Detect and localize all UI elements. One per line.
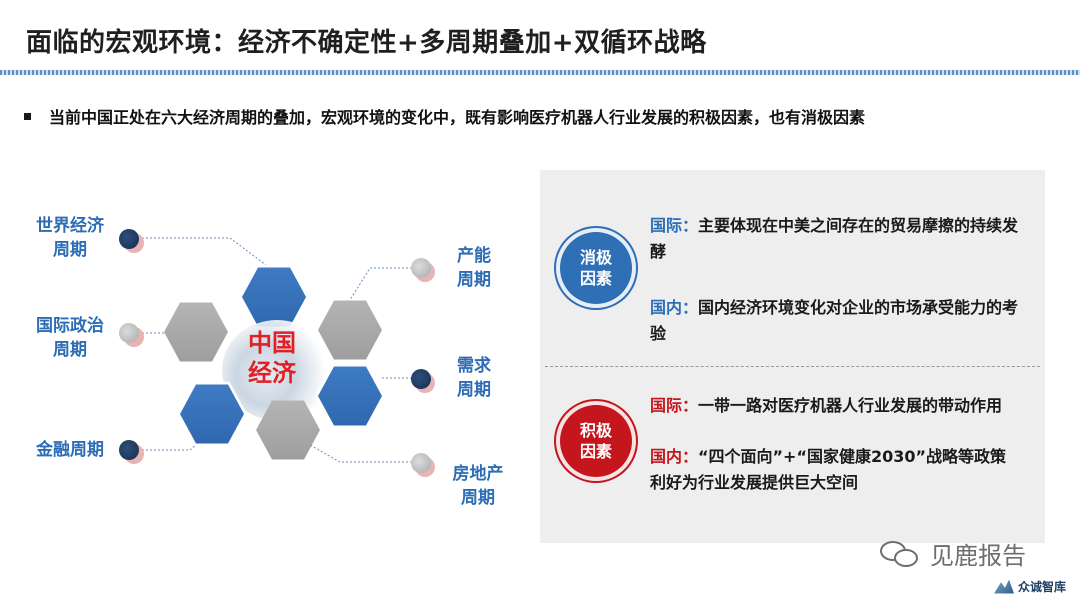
intro-bullet: 当前中国正处在六大经济周期的叠加，宏观环境的变化中，既有影响医疗机器人行业发展的… [24, 104, 865, 128]
negative-badge-line1: 消极 [579, 248, 612, 267]
positive-badge-line2: 因素 [579, 442, 612, 461]
cycle-world-line1: 世界经济 [36, 216, 104, 236]
cycle-politics: 国际政治 周期 [26, 314, 114, 362]
wechat-icon [880, 539, 922, 569]
cycle-capacity: 产能 周期 [444, 244, 504, 292]
panel-divider [545, 366, 1040, 367]
negative-dom-lead: 国内： [650, 298, 699, 317]
watermark-text: 见鹿报告 [930, 542, 1026, 570]
positive-domestic: 国内：“四个面向”+“国家健康2030”战略等政策利好为行业发展提供巨大空间 [650, 444, 1020, 496]
connector-world [138, 237, 271, 269]
positive-dom-lead: 国内： [650, 447, 699, 466]
negative-intl-text: 主要体现在中美之间存在的贸易摩擦的持续发酵 [650, 216, 1019, 261]
positive-international: 国际：一带一路对医疗机器人行业发展的带动作用 [650, 393, 1020, 419]
negative-domestic: 国内：国内经济环境变化对企业的市场承受能力的考验 [650, 295, 1020, 347]
negative-international: 国际：主要体现在中美之间存在的贸易摩擦的持续发酵 [650, 213, 1020, 265]
negative-dom-text: 国内经济环境变化对企业的市场承受能力的考验 [650, 298, 1019, 343]
negative-badge-line2: 因素 [579, 269, 612, 288]
connector-finance [138, 431, 213, 451]
connector-capacity [349, 267, 412, 301]
positive-badge-line1: 积极 [579, 421, 612, 440]
page-title: 面临的宏观环境：经济不确定性+多周期叠加+双循环战略 [26, 28, 707, 58]
title-divider [0, 70, 1080, 75]
dot-world [119, 229, 139, 249]
cycle-realestate-line1: 房地产 [452, 464, 504, 484]
cycle-capacity-line2: 周期 [457, 270, 491, 290]
cycle-world: 世界经济 周期 [26, 214, 114, 262]
cycle-demand-line2: 周期 [457, 380, 491, 400]
brand-logo: 众诚智库 [994, 578, 1066, 595]
center-label: 中国 经济 [248, 328, 296, 388]
positive-dom-text: “四个面向”+“国家健康2030”战略等政策利好为行业发展提供巨大空间 [650, 447, 1007, 492]
cycle-finance-line1: 金融周期 [36, 440, 104, 460]
connector-realestate [309, 444, 412, 463]
cycle-capacity-line1: 产能 [457, 246, 491, 266]
positive-intl-text: 一带一路对医疗机器人行业发展的带动作用 [698, 396, 1003, 415]
center-line1: 中国 [248, 329, 296, 357]
cycle-world-line2: 周期 [53, 240, 87, 260]
bullet-square-icon [24, 112, 31, 120]
cycle-politics-line1: 国际政治 [36, 316, 104, 336]
negative-badge: 消极 因素 [560, 232, 632, 304]
cycle-demand-line1: 需求 [457, 356, 491, 376]
dot-politics [119, 323, 139, 343]
intro-text: 当前中国正处在六大经济周期的叠加，宏观环境的变化中，既有影响医疗机器人行业发展的… [49, 108, 866, 127]
cycle-realestate-line2: 周期 [461, 488, 495, 508]
dot-capacity [411, 258, 431, 278]
negative-intl-lead: 国际： [650, 216, 699, 235]
dot-realestate [411, 453, 431, 473]
dot-demand [411, 369, 431, 389]
watermark: 见鹿报告 [880, 536, 1026, 571]
cycle-finance: 金融周期 [26, 438, 114, 462]
positive-intl-lead: 国际： [650, 396, 699, 415]
logo-mountain-icon [994, 579, 1014, 594]
cycle-demand: 需求 周期 [444, 354, 504, 402]
cycle-realestate: 房地产 周期 [440, 462, 516, 510]
dot-finance [119, 440, 139, 460]
logo-text: 众诚智库 [1018, 580, 1067, 594]
factors-panel [540, 170, 1045, 543]
center-line2: 经济 [248, 359, 296, 387]
cycle-politics-line2: 周期 [53, 340, 87, 360]
positive-badge: 积极 因素 [560, 405, 632, 477]
